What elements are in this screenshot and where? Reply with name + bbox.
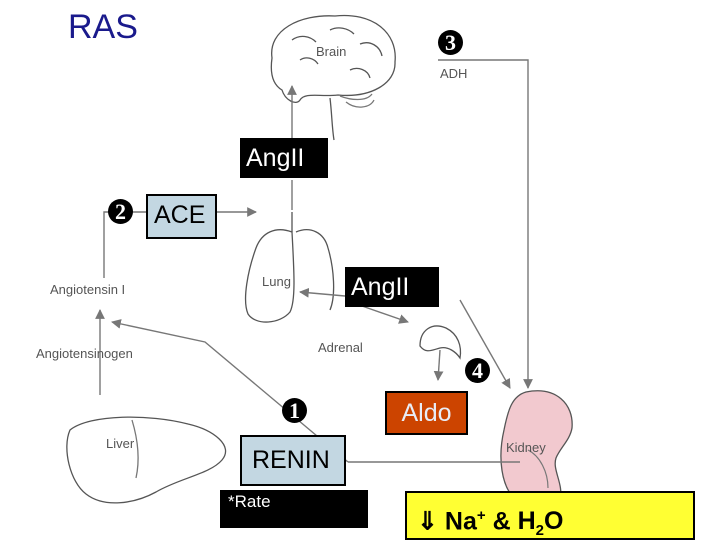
adh-label: ADH — [440, 66, 468, 81]
diagram-title: RAS — [68, 8, 138, 46]
liver-illustration — [66, 416, 227, 504]
rate-box: *Rate — [220, 490, 368, 528]
step-2-badge: 2 — [108, 199, 133, 224]
renin-box: RENIN — [240, 435, 346, 486]
sodium-text: Na — [444, 507, 477, 536]
kidney-label: Kidney — [506, 440, 546, 455]
sodium-water-box: ⇓ Na+ & H2O — [405, 491, 695, 540]
brain-illustration — [270, 14, 396, 141]
brain-label: Brain — [316, 44, 347, 59]
water-text: H2O — [517, 507, 564, 539]
angii-box-top: AngII — [240, 138, 328, 178]
step-4-badge: 4 — [465, 358, 490, 383]
step-3-badge: 3 — [438, 30, 463, 55]
ampersand-text: & — [492, 507, 511, 536]
water-o: O — [544, 507, 564, 536]
down-arrow-icon: ⇓ — [417, 507, 438, 536]
lung-illustration — [244, 212, 335, 323]
sodium-charge: + — [476, 507, 486, 524]
adrenal-illustration — [419, 325, 462, 360]
ace-box: ACE — [146, 194, 217, 239]
adrenal-label: Adrenal — [318, 340, 363, 355]
step-1-badge: 1 — [282, 398, 307, 423]
liver-label: Liver — [106, 436, 135, 451]
aldo-box: Aldo — [385, 391, 468, 435]
angii-box-mid: AngII — [345, 267, 439, 307]
water-h: H — [517, 507, 536, 536]
angiotensin-i-label: Angiotensin I — [50, 282, 126, 297]
lung-label: Lung — [262, 274, 291, 289]
angiotensinogen-label: Angiotensinogen — [36, 346, 133, 361]
water-subscript: 2 — [535, 522, 545, 540]
